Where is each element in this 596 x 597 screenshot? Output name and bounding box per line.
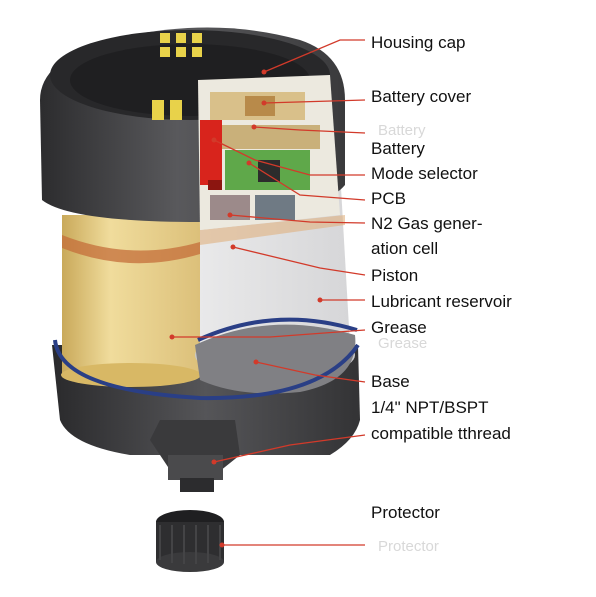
leader-housing-cap	[263, 39, 365, 73]
leader-battery	[253, 126, 366, 134]
leader-grease	[172, 329, 366, 338]
label-battery-cover: Battery cover	[371, 87, 472, 106]
leader-lines	[172, 39, 366, 546]
protector-cap	[156, 510, 224, 572]
label-mode-selector: Mode selector	[371, 164, 478, 183]
label-pcb: PCB	[371, 189, 406, 208]
label-housing-cap: Housing cap	[371, 33, 466, 52]
grease-reservoir	[61, 215, 201, 387]
label-grease: Grease	[371, 318, 427, 337]
ghost-grease: Grease	[378, 335, 428, 352]
leader-n2-cell	[229, 214, 366, 224]
leader-dots	[169, 69, 323, 548]
leader-mode-selector	[213, 139, 365, 176]
leader-base	[255, 361, 366, 383]
label-thread-line1: 1/4" NPT/BSPT	[371, 398, 489, 417]
leader-thread	[213, 434, 366, 463]
label-protector: Protector	[371, 503, 440, 522]
ghost-protector: Protector	[378, 538, 439, 555]
label-battery: Battery	[371, 139, 425, 158]
label-n2-line1: N2 Gas gener-	[371, 214, 483, 233]
label-lubricant-reservoir: Lubricant reservoir	[371, 292, 512, 311]
ghost-battery: Battery	[378, 122, 426, 139]
leader-piston	[232, 246, 366, 276]
label-base: Base	[371, 372, 410, 391]
electronics-compartment	[198, 75, 340, 230]
label-thread-line2: compatible tthread	[371, 424, 511, 443]
leader-battery-cover	[263, 99, 366, 104]
leader-pcb	[248, 162, 366, 201]
label-piston: Piston	[371, 266, 419, 285]
label-n2-line2: ation cell	[371, 239, 439, 258]
